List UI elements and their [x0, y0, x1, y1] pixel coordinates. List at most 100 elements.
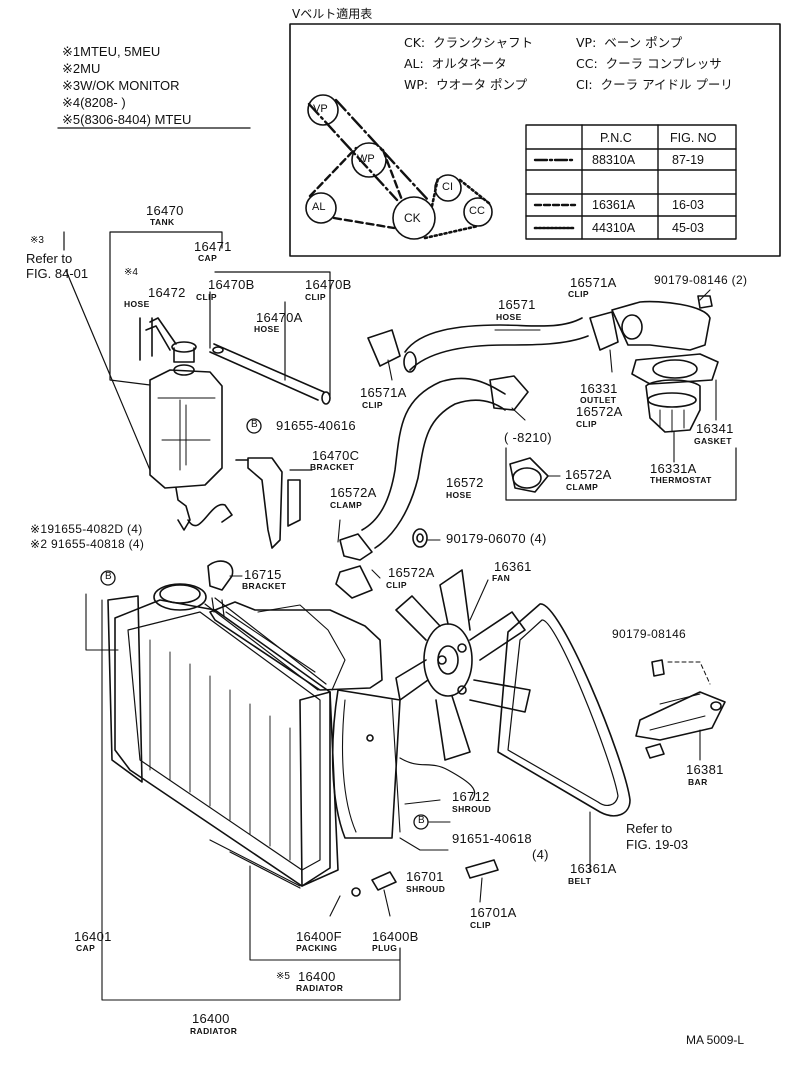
part-num-16400b: 16400B [372, 929, 419, 944]
pulley-ck [392, 196, 436, 240]
part-num-91655-40616: 91655-40616 [276, 418, 356, 433]
part-name-plug-16400b: PLUG [372, 943, 398, 953]
figure-code: MA 5009-L [686, 1033, 745, 1047]
pulley-al [305, 192, 337, 224]
part-num-16470c: 16470C [312, 448, 360, 463]
pulley-label-ck: CK [404, 211, 421, 225]
table-pnc-4: 44310A [592, 221, 636, 235]
table-fig-3: 16-03 [672, 198, 704, 212]
table-fig-1: 87-19 [672, 153, 704, 167]
refer-84-line2: FIG. 84-01 [26, 266, 89, 281]
part-num-90179-08146-2: 90179-08146 (2) [654, 273, 748, 287]
radiator-drawing [107, 583, 339, 889]
part-name-clip-16572a-a: CLIP [576, 419, 597, 429]
part-num-16571: 16571 [498, 297, 536, 312]
part-num-16571a-low: 16571A [360, 385, 407, 400]
fan-drawing [395, 569, 531, 761]
part-num-16470: 16470 [146, 203, 184, 218]
abbrev-ck: CK: クランクシャフト [404, 35, 534, 50]
part-name-clip-16571a-top: CLIP [568, 289, 589, 299]
part-num-16701: 16701 [406, 869, 444, 884]
b-circle-2: B [105, 571, 112, 582]
abbrev-ci: CI: クーラ アイドル プーリ [576, 77, 733, 92]
part-num-16361: 16361 [494, 559, 532, 574]
range-8210: ( -8210) [504, 430, 552, 445]
part-name-radiator: RADIATOR [190, 1026, 238, 1036]
part-num-16400: 16400 [192, 1011, 230, 1026]
part-num-16470b-2: 16470B [305, 277, 352, 292]
abbrev-al: AL: オルタネータ [404, 56, 507, 71]
abbrev-cc: CC: クーラ コンプレッサ [576, 56, 722, 71]
part-name-thermostat-16331a: THERMOSTAT [650, 475, 712, 485]
part-num-16571a-top: 16571A [570, 275, 617, 290]
reservoir-tank-drawing [149, 341, 233, 531]
pulley-label-cc: CC [469, 205, 485, 217]
abbrev-wp: WP: ウオータ ポンプ [404, 77, 528, 92]
refer-84-line1: Refer to [26, 251, 73, 266]
part-num-16470b-1: 16470B [208, 277, 255, 292]
part-num-16572a-clamp: 16572A [330, 485, 377, 500]
note-2: ※2MU [62, 61, 101, 76]
part-num-16715: 16715 [244, 567, 282, 582]
table-pnc-1: 88310A [592, 153, 636, 167]
radiator-5-mark: ※5 [276, 971, 290, 982]
refer-84-mark: ※3 [30, 235, 44, 246]
b-circle-3: B [418, 815, 425, 826]
refer-19-line1: Refer to [626, 821, 673, 836]
part-num-16472: 16472 [148, 285, 186, 300]
part-num-16381: 16381 [686, 762, 724, 777]
part-name-tank: TANK [150, 217, 175, 227]
part-name-clip-16701a: CLIP [470, 920, 491, 930]
part-num-16572a-clip-a: 16572A [576, 404, 623, 419]
pulley-label-wp: WP [357, 153, 375, 165]
part-name-bracket-16715: BRACKET [242, 581, 287, 591]
part-name-belt-16361a: BELT [568, 876, 592, 886]
part-num-16712: 16712 [452, 789, 490, 804]
part-num-91655-40818: ※2 91655-40818 (4) [30, 537, 145, 551]
pulley-label-ci: CI [442, 181, 453, 193]
note-5: ※5(8306-8404) MTEU [62, 112, 192, 127]
part-name-hose-16472: HOSE [124, 299, 150, 309]
part-name-clamp-16572a: CLAMP [330, 500, 363, 510]
part-num-16572: 16572 [446, 475, 484, 490]
part-num-16341: 16341 [696, 421, 734, 436]
abbrev-vp: VP: ベーン ポンプ [576, 35, 683, 50]
part-num-16701a: 16701A [470, 905, 517, 920]
part-num-90179-08146: 90179-08146 [612, 627, 687, 641]
part-name-hose-16572: HOSE [446, 490, 472, 500]
part-num-91651-40618: 91651-40618 [452, 831, 532, 846]
part-num-16401: 16401 [74, 929, 112, 944]
part-num-16470a: 16470A [256, 310, 303, 325]
part-name-outlet-16331: OUTLET [580, 395, 617, 405]
belt-routing-diagram [305, 94, 493, 240]
part-num-16572a-clamp-box: 16572A [565, 467, 612, 482]
part-num-91655-4082d: ※191655-4082D (4) [30, 522, 143, 536]
part-name-fan-16361: FAN [492, 573, 511, 583]
refer-19-line2: FIG. 19-03 [626, 837, 689, 852]
table-header-fig: FIG. NO [670, 131, 717, 145]
note-3: ※3W/OK MONITOR [62, 78, 180, 93]
legend-box [289, 23, 781, 257]
pulley-label-vp: VP [313, 103, 328, 115]
part-name-bracket-16470c: BRACKET [310, 462, 355, 472]
pulley-vp [307, 94, 339, 126]
b-circle-1: B [251, 419, 258, 430]
pulley-label-al: AL [312, 201, 326, 213]
table-fig-4: 45-03 [672, 221, 704, 235]
table-pnc-3: 16361A [592, 198, 636, 212]
part-name-clip-16470b-1: CLIP [196, 292, 217, 302]
table-header-pnc: P.N.C [600, 131, 632, 145]
note-4: ※4(8208- ) [62, 95, 126, 110]
part-name-clamp-16572a-box: CLAMP [566, 482, 599, 492]
part-num-16400-5: 16400 [298, 969, 336, 984]
part-name-cap-16401: CAP [76, 943, 96, 953]
part-name-gasket-16341: GASKET [694, 436, 732, 446]
pulley-ci [434, 174, 462, 202]
part-name-clip-16572a-b: CLIP [386, 580, 407, 590]
part-name-radiator-5: RADIATOR [296, 983, 344, 993]
part-name-clip-16470b-2: CLIP [305, 292, 326, 302]
part-name-packing-16400f: PACKING [296, 943, 338, 953]
qty-91651-40618: (4) [532, 847, 549, 862]
part-num-16331a: 16331A [650, 461, 697, 476]
part-num-16361a: 16361A [570, 861, 617, 876]
